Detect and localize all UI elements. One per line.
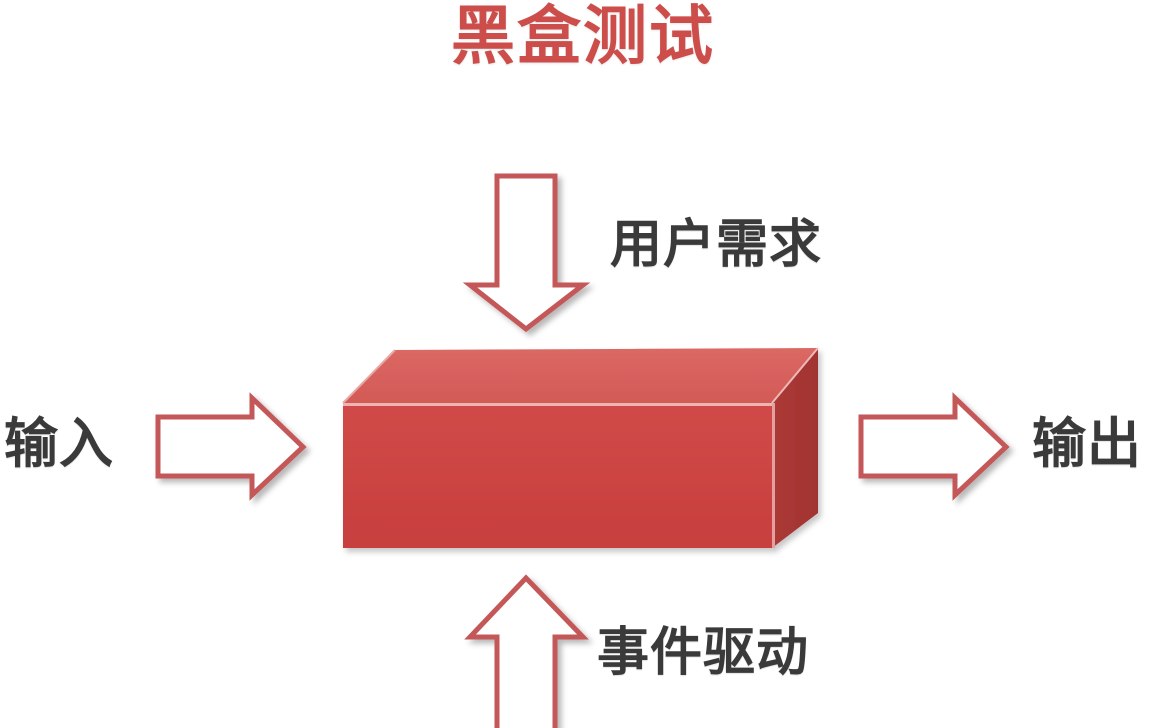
page-title: 黑盒测试 (451, 0, 715, 72)
black-box-3d (342, 347, 819, 548)
output-arrow-right-icon (858, 392, 1010, 501)
input-label: 输入 (4, 414, 114, 474)
event-driven-label: 事件驱动 (597, 624, 810, 682)
output-label: 输出 (1032, 414, 1142, 474)
requirements-arrow-down-icon (462, 173, 591, 333)
user-requirements-label: 用户需求 (610, 216, 823, 274)
box-front-face (343, 403, 772, 548)
box-side-face (772, 348, 818, 548)
box-top-face (343, 348, 818, 403)
input-arrow-right-icon (155, 392, 307, 501)
event-arrow-up-icon (464, 574, 589, 728)
